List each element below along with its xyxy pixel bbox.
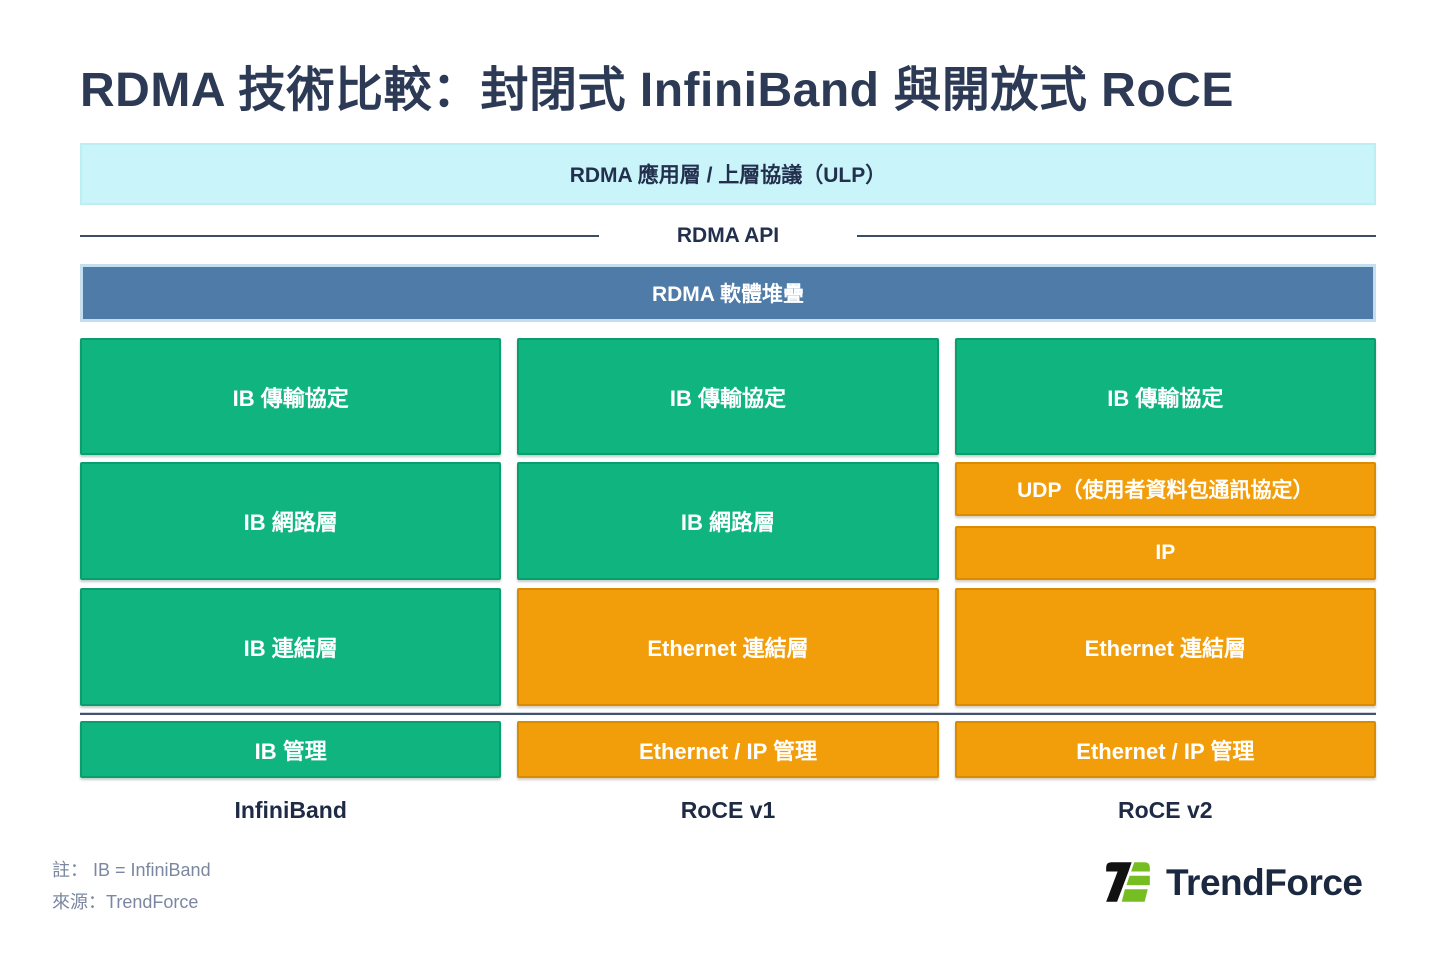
roce-v1-link-block: Ethernet 連結層 (517, 588, 939, 706)
rdma-software-stack-banner: RDMA 軟體堆疊 (80, 264, 1376, 322)
trendforce-logo-text: TrendForce (1166, 862, 1363, 903)
rdma-api-line-right (857, 235, 1376, 237)
page-title: RDMA 技術比較：封閉式 InfiniBand 與開放式 RoCE (80, 64, 1234, 117)
footnote-abbreviation: 註： IB = InfiniBand (52, 860, 211, 880)
rdma-application-layer-label: RDMA 應用層 / 上層協議（ULP） (569, 164, 887, 187)
roce-v1-network-block: IB 網路層 (517, 462, 939, 580)
roce-v2-ip-block: IP (954, 526, 1376, 580)
rdma-api-row: RDMA API (80, 222, 1376, 250)
roce-v2-management-block: Ethernet / IP 管理 (954, 721, 1376, 778)
infiniband-link-block: IB 連結層 (80, 588, 502, 706)
rdma-api-label: RDMA API (676, 224, 780, 247)
column-label-roce-v1: RoCE v1 (680, 797, 776, 823)
column-label-roce-v2: RoCE v2 (1118, 797, 1213, 823)
column-labels-row: InfiniBand RoCE v1 RoCE v2 (80, 797, 1376, 824)
roce-v2-column: IB 傳輸協定 UDP（使用者資料包通訊協定） IP Ethernet 連結層 … (954, 338, 1376, 779)
footnote-source: 來源：TrendForce (52, 892, 199, 913)
roce-v1-management-block: Ethernet / IP 管理 (517, 721, 939, 778)
rdma-software-stack-label: RDMA 軟體堆疊 (651, 283, 805, 306)
protocol-stack-grid: IB 傳輸協定 IB 網路層 IB 連結層 IB 管理 IB 傳輸協定 IB 網… (80, 338, 1376, 779)
infiniband-network-block: IB 網路層 (80, 462, 502, 580)
trendforce-logo: TrendForce (1102, 860, 1363, 906)
roce-v1-column: IB 傳輸協定 IB 網路層 Ethernet 連結層 Ethernet / I… (517, 338, 939, 779)
footnotes: 註： IB = InfiniBand 來源：TrendForce (52, 854, 211, 919)
roce-v2-link-block: Ethernet 連結層 (954, 588, 1376, 706)
rdma-application-layer-banner: RDMA 應用層 / 上層協議（ULP） (80, 143, 1376, 205)
infiniband-management-block: IB 管理 (80, 721, 502, 778)
column-label-infiniband: InfiniBand (234, 797, 347, 823)
roce-v2-udp-ip-group: UDP（使用者資料包通訊協定） IP (954, 462, 1376, 580)
management-divider-line (80, 712, 1376, 715)
infiniband-column: IB 傳輸協定 IB 網路層 IB 連結層 IB 管理 (80, 338, 502, 779)
infiniband-transport-block: IB 傳輸協定 (80, 338, 502, 455)
roce-v2-transport-block: IB 傳輸協定 (954, 338, 1376, 455)
rdma-api-line-left (80, 235, 599, 237)
roce-v2-udp-block: UDP（使用者資料包通訊協定） (954, 462, 1376, 516)
trendforce-logo-icon (1102, 860, 1154, 906)
roce-v1-transport-block: IB 傳輸協定 (517, 338, 939, 455)
